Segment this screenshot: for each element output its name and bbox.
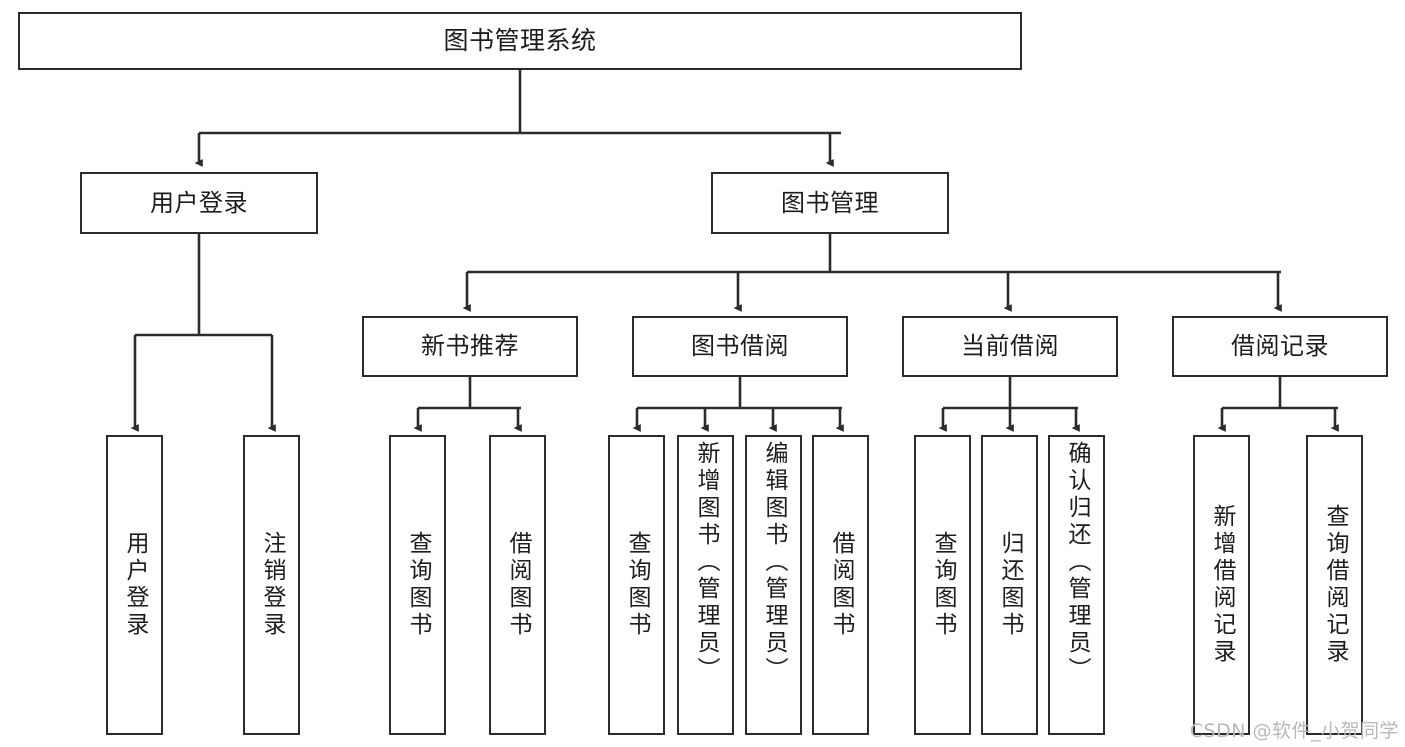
csdn-watermark: CSDN @软件_小贺同学 bbox=[1189, 720, 1399, 742]
node-label: 查询借阅记录 bbox=[1322, 504, 1348, 666]
node-label: 图书管理系统 bbox=[443, 26, 597, 55]
node-label: 查询图书 bbox=[624, 531, 650, 639]
node-leaf-return-book[interactable]: 归还图书 bbox=[981, 435, 1038, 735]
node-label: 用户登录 bbox=[150, 188, 248, 217]
node-leaf-add-book-admin[interactable]: 新增图书（管理员） bbox=[677, 435, 734, 735]
node-label: 编辑图书（管理员） bbox=[761, 441, 787, 684]
node-book-borrowing[interactable]: 图书借阅 bbox=[632, 316, 848, 377]
node-borrowing-record[interactable]: 借阅记录 bbox=[1172, 316, 1388, 377]
node-leaf-query-book-recommend[interactable]: 查询图书 bbox=[389, 435, 446, 735]
node-label: 借阅图书 bbox=[828, 531, 854, 639]
node-label: 图书管理 bbox=[781, 188, 879, 217]
node-leaf-query-borrow-record[interactable]: 查询借阅记录 bbox=[1306, 435, 1363, 735]
node-label: 图书借阅 bbox=[691, 332, 789, 361]
node-leaf-user-login[interactable]: 用户登录 bbox=[106, 435, 163, 735]
node-leaf-query-book-borrow[interactable]: 查询图书 bbox=[608, 435, 665, 735]
node-label: 确认归还（管理员） bbox=[1064, 441, 1090, 684]
node-leaf-confirm-return-admin[interactable]: 确认归还（管理员） bbox=[1048, 435, 1105, 735]
node-label: 查询图书 bbox=[930, 531, 956, 639]
node-label: 用户登录 bbox=[122, 531, 148, 639]
node-leaf-add-borrow-record[interactable]: 新增借阅记录 bbox=[1193, 435, 1250, 735]
node-book-management-system[interactable]: 图书管理系统 bbox=[18, 12, 1022, 70]
node-label: 当前借阅 bbox=[961, 332, 1059, 361]
node-leaf-edit-book-admin[interactable]: 编辑图书（管理员） bbox=[745, 435, 802, 735]
node-label: 查询图书 bbox=[405, 531, 431, 639]
node-user-login[interactable]: 用户登录 bbox=[80, 172, 318, 234]
node-leaf-query-book-current[interactable]: 查询图书 bbox=[914, 435, 971, 735]
node-label: 新书推荐 bbox=[421, 332, 519, 361]
node-label: 借阅记录 bbox=[1231, 332, 1329, 361]
node-current-borrowing[interactable]: 当前借阅 bbox=[902, 316, 1118, 377]
node-label: 新增借阅记录 bbox=[1209, 504, 1235, 666]
node-leaf-borrow-book-borrow[interactable]: 借阅图书 bbox=[812, 435, 869, 735]
node-label: 注销登录 bbox=[259, 531, 285, 639]
node-label: 归还图书 bbox=[997, 531, 1023, 639]
node-leaf-borrow-book-recommend[interactable]: 借阅图书 bbox=[489, 435, 546, 735]
node-leaf-logout-login[interactable]: 注销登录 bbox=[243, 435, 300, 735]
node-book-management[interactable]: 图书管理 bbox=[711, 172, 949, 234]
node-new-book-recommendation[interactable]: 新书推荐 bbox=[362, 316, 578, 377]
node-label: 借阅图书 bbox=[505, 531, 531, 639]
node-label: 新增图书（管理员） bbox=[693, 441, 719, 684]
